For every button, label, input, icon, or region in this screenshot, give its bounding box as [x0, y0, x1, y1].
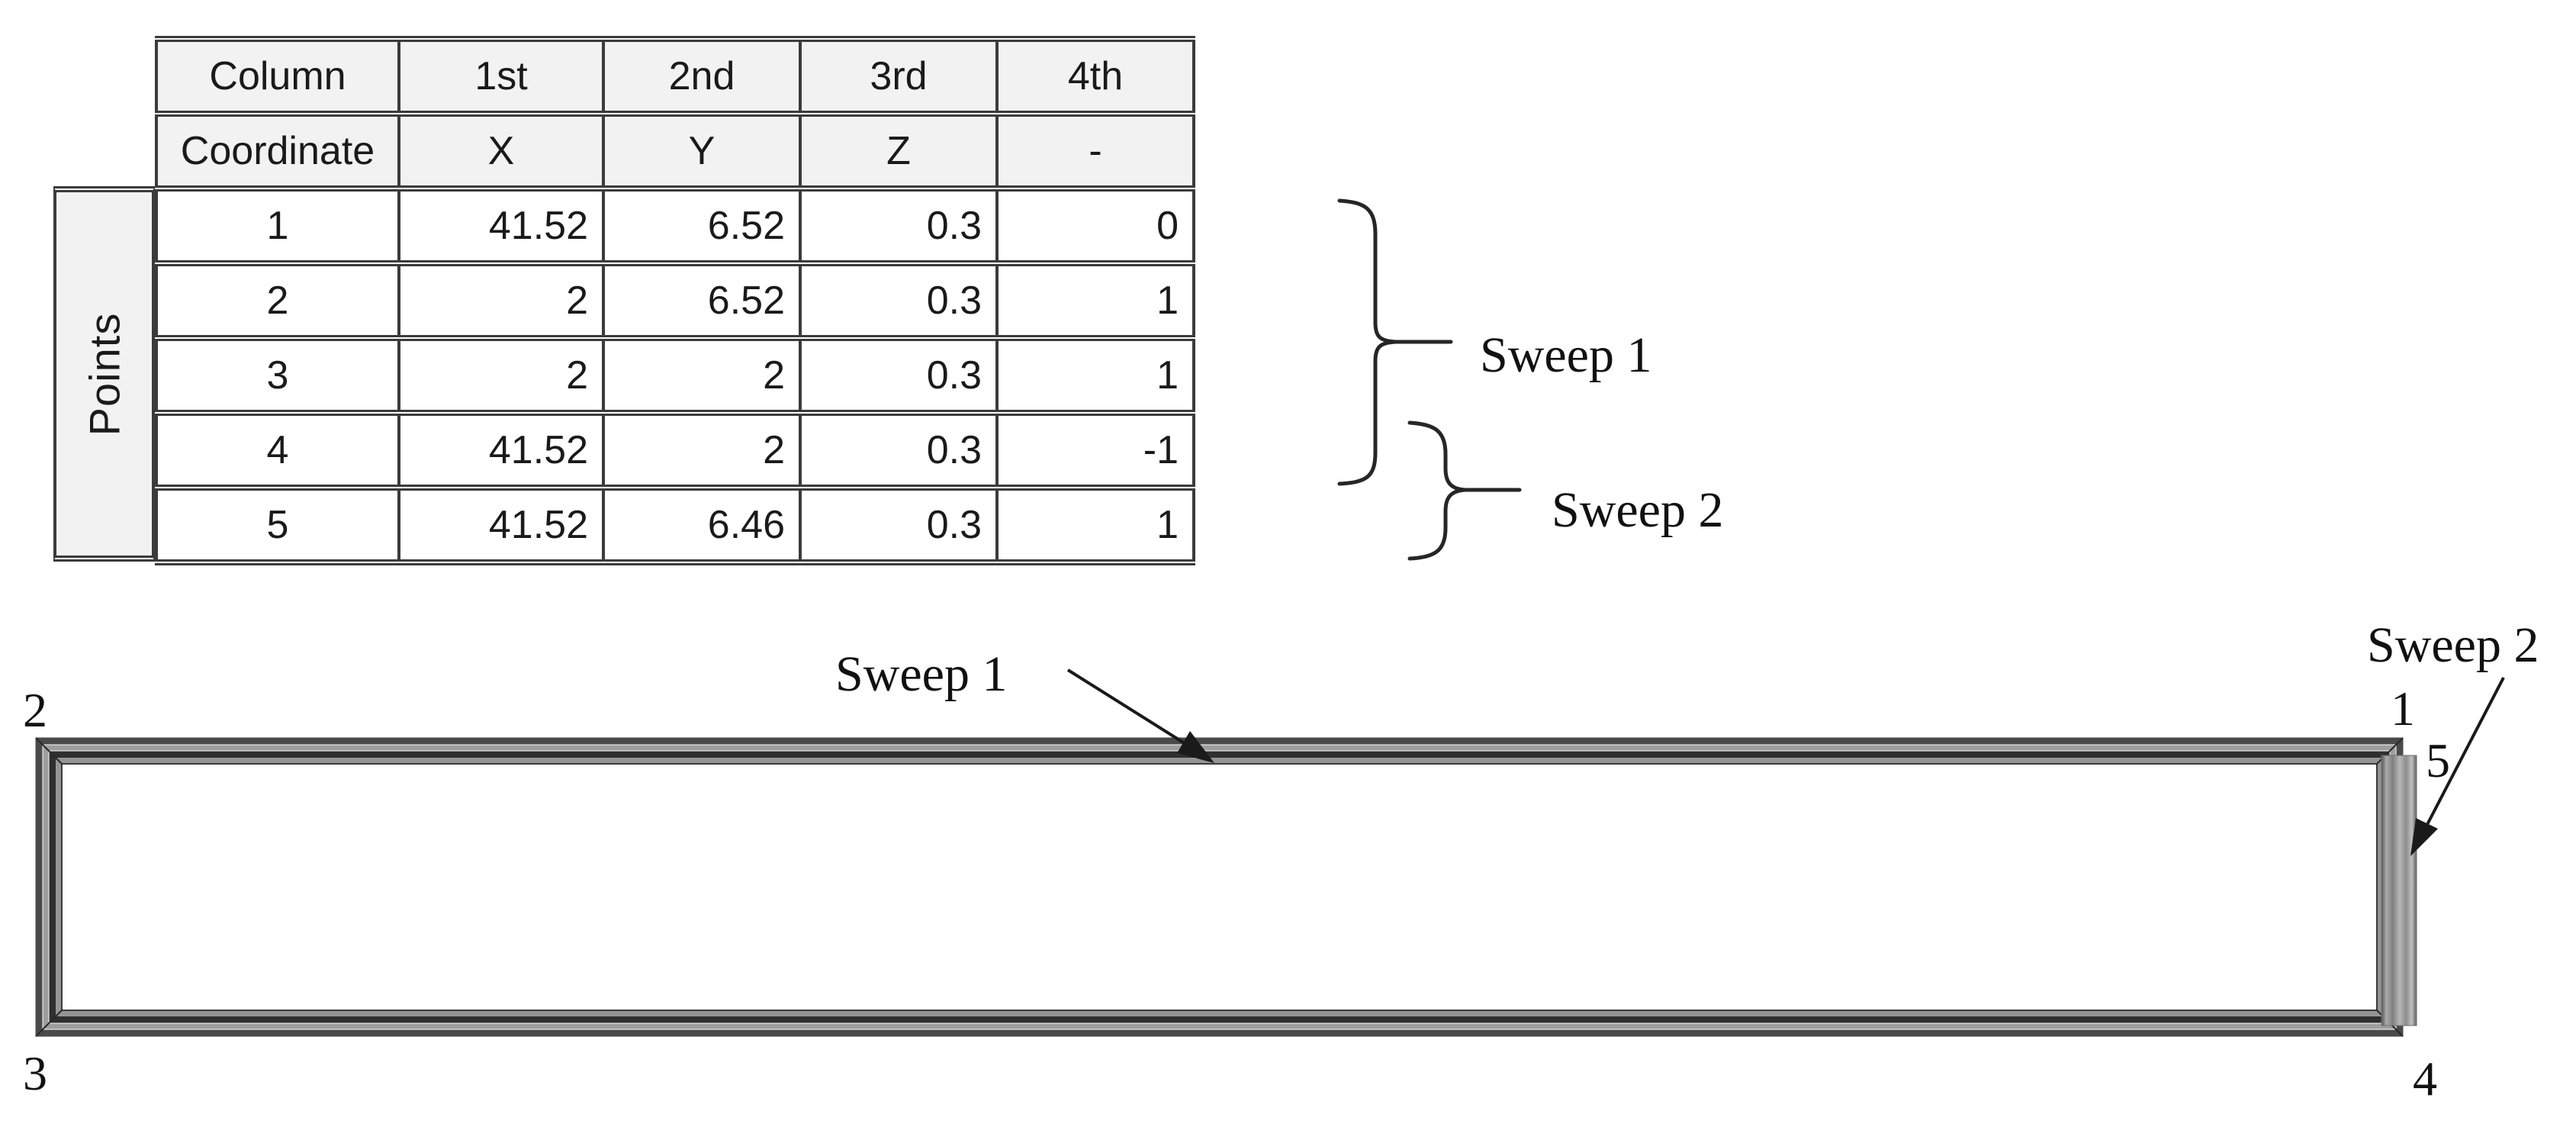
table-row-header: Column 1st 2nd 3rd 4th — [155, 36, 1195, 117]
point-4-index: 4 — [155, 410, 400, 491]
point-1-w: 0 — [995, 185, 1195, 266]
coordinate-cell-y: Y — [602, 111, 802, 192]
point-5-x: 41.52 — [397, 485, 605, 565]
point-3-z: 0.3 — [799, 335, 999, 416]
corner-label-3: 3 — [23, 1046, 47, 1100]
point-4-x: 41.52 — [397, 410, 605, 491]
header-cell-2nd: 2nd — [602, 36, 802, 117]
point-5-z: 0.3 — [799, 485, 999, 565]
point-3-x: 2 — [397, 335, 605, 416]
sweep2-arrow — [2410, 677, 2505, 856]
table-row-point-4: 4 41.52 2 0.3 -1 — [155, 410, 1195, 491]
point-2-z: 0.3 — [799, 260, 999, 341]
table-row-point-5: 5 41.52 6.46 0.3 1 — [155, 485, 1195, 565]
point-4-w: -1 — [995, 410, 1195, 491]
point-4-y: 2 — [602, 410, 802, 491]
points-row-header: Points — [53, 186, 155, 562]
sweep1-brace-label: Sweep 1 — [1480, 327, 1651, 383]
point-3-w: 1 — [995, 335, 1195, 416]
header-cell-3rd: 3rd — [799, 36, 999, 117]
table-row-point-3: 3 2 2 0.3 1 — [155, 335, 1195, 416]
table-row-coordinate: Coordinate X Y Z - — [155, 111, 1195, 192]
point-4-z: 0.3 — [799, 410, 999, 491]
point-1-index: 1 — [155, 185, 400, 266]
table-row-point-2: 2 2 6.52 0.3 1 — [155, 260, 1195, 341]
point-2-w: 1 — [995, 260, 1195, 341]
header-cell-4th: 4th — [995, 36, 1195, 117]
sweep2-wall-bar — [2381, 755, 2417, 1026]
corner-label-4: 4 — [2413, 1052, 2437, 1106]
coordinate-cell-x: X — [397, 111, 605, 192]
corner-seam-bottom-left — [35, 1009, 63, 1037]
sweep1-arrow — [1066, 668, 1214, 763]
sweep1-brace — [1337, 198, 1453, 486]
point-1-y: 6.52 — [602, 185, 802, 266]
point-3-y: 2 — [602, 335, 802, 416]
corner-label-1: 1 — [2391, 681, 2415, 736]
point-1-z: 0.3 — [799, 185, 999, 266]
point-5-w: 1 — [995, 485, 1195, 565]
table-row-point-1: 1 41.52 6.52 0.3 0 — [155, 185, 1195, 266]
figure-sweep2-label: Sweep 2 — [2367, 617, 2539, 673]
header-cell-column: Column — [155, 36, 400, 117]
point-3-index: 3 — [155, 335, 400, 416]
point-2-x: 2 — [397, 260, 605, 341]
point-5-y: 6.46 — [602, 485, 802, 565]
swept-wall-frame — [35, 737, 2404, 1037]
point-5-index: 5 — [155, 485, 400, 565]
coordinate-cell-dash: - — [995, 111, 1195, 192]
sweep2-brace-label: Sweep 2 — [1552, 482, 1723, 538]
sweep2-brace — [1407, 420, 1522, 561]
coordinate-cell-label: Coordinate — [155, 111, 400, 192]
corner-label-5: 5 — [2426, 733, 2450, 787]
header-cell-1st: 1st — [397, 36, 605, 117]
corner-label-2: 2 — [23, 683, 47, 737]
point-2-y: 6.52 — [602, 260, 802, 341]
point-1-x: 41.52 — [397, 185, 605, 266]
coordinate-table: Column 1st 2nd 3rd 4th Coordinate X Y Z … — [155, 36, 1195, 565]
figure-sweep1-label: Sweep 1 — [835, 646, 1007, 702]
point-2-index: 2 — [155, 260, 400, 341]
corner-seam-top-left — [35, 737, 63, 765]
corner-seam-top-right — [2375, 737, 2404, 765]
coordinate-cell-z: Z — [799, 111, 999, 192]
